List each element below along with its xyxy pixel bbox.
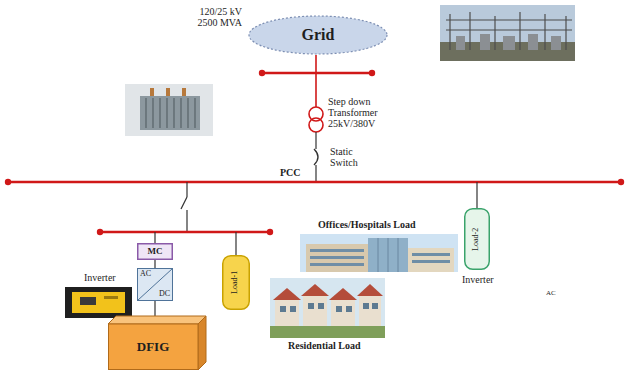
wire bbox=[315, 73, 317, 107]
node-text: MC bbox=[148, 247, 163, 257]
device-label: Inverter bbox=[462, 274, 512, 285]
wire bbox=[315, 132, 316, 149]
switch-symbol bbox=[314, 149, 318, 165]
controller-box: MC bbox=[137, 243, 173, 260]
transformer-symbol bbox=[309, 107, 323, 132]
transformer-photo bbox=[125, 84, 213, 136]
wire bbox=[154, 232, 155, 243]
load-box: Load-1 bbox=[222, 255, 250, 310]
top-bus bbox=[259, 70, 375, 76]
load-label: Residential Load bbox=[288, 340, 388, 351]
device-label: Inverter bbox=[84, 272, 134, 283]
load-label: Offices/Hospitals Load bbox=[318, 219, 458, 230]
generator-box: DFIG bbox=[108, 316, 206, 370]
wire bbox=[315, 165, 316, 182]
wire bbox=[235, 232, 236, 255]
substation-photo bbox=[440, 5, 575, 61]
node-text: Load-2 bbox=[473, 227, 482, 250]
node-text: Load-1 bbox=[232, 271, 241, 294]
breaker-symbol bbox=[181, 182, 187, 232]
node-text: DFIG bbox=[137, 340, 170, 354]
load-box: Load-2 bbox=[464, 208, 490, 270]
wire bbox=[315, 55, 317, 73]
node-text: AC bbox=[140, 270, 151, 279]
wire-connector bbox=[154, 260, 155, 268]
symbol-label: AC bbox=[546, 290, 566, 298]
bus-label: PCC bbox=[280, 167, 310, 178]
inverter-photo bbox=[65, 287, 132, 318]
wire-connector bbox=[154, 301, 155, 316]
residential-photo bbox=[270, 278, 385, 338]
node-text: DC bbox=[159, 290, 170, 299]
grid-ellipse: Grid bbox=[248, 15, 388, 55]
transformer-label: Step down Transformer 25kV/380V bbox=[328, 96, 394, 130]
converter-box: AC DC bbox=[137, 268, 173, 301]
pcc-bus bbox=[5, 179, 624, 185]
switch-label: Static Switch bbox=[330, 146, 376, 168]
node-text: Grid bbox=[302, 26, 335, 44]
grid-rating: 120/25 kV 2500 MVA bbox=[188, 6, 242, 28]
offices-photo bbox=[300, 234, 458, 272]
feeder-bus bbox=[97, 229, 273, 235]
wire bbox=[476, 182, 477, 208]
